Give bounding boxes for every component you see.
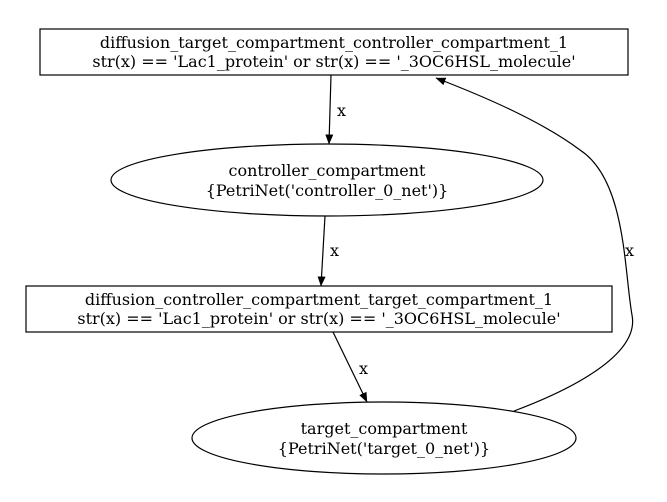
- edge-arrow-mid-to-target: [332, 331, 368, 403]
- transition-node-mid: diffusion_controller_compartment_target_…: [25, 285, 613, 333]
- transition-top-title: diffusion_target_compartment_controller_…: [100, 33, 568, 52]
- edge-top-to-controller: x: [325, 74, 346, 145]
- edge-label-controller-to-mid: x: [330, 241, 339, 260]
- transition-mid-guard: str(x) == 'Lac1_protein' or str(x) == '_…: [77, 309, 560, 328]
- transition-mid-title: diffusion_controller_compartment_target_…: [85, 290, 553, 309]
- controller-title: controller_compartment: [229, 161, 427, 180]
- controller-ellipse: [110, 143, 544, 217]
- place-node-target: target_compartment {PetriNet('target_0_n…: [191, 401, 577, 475]
- target-net: {PetriNet('target_0_net')}: [278, 439, 490, 458]
- edge-mid-to-target: x: [332, 331, 368, 403]
- transition-top-guard: str(x) == 'Lac1_protein' or str(x) == '_…: [92, 52, 575, 71]
- transition-node-top: diffusion_target_compartment_controller_…: [39, 28, 629, 76]
- edge-controller-to-mid: x: [317, 215, 339, 287]
- edge-target-to-top: x: [435, 77, 634, 412]
- target-title: target_compartment: [301, 419, 468, 438]
- controller-net: {PetriNet('controller_0_net')}: [206, 181, 449, 200]
- edge-arrow-controller-to-mid: [317, 215, 326, 287]
- target-ellipse: [191, 401, 577, 475]
- place-node-controller: controller_compartment {PetriNet('contro…: [110, 143, 544, 217]
- edge-label-mid-to-target: x: [359, 359, 368, 378]
- edge-label-top-to-controller: x: [337, 101, 346, 120]
- transition-box-top: [39, 28, 629, 76]
- edge-arrow-top-to-controller: [325, 74, 334, 145]
- edge-arrow-target-to-top: [435, 77, 634, 412]
- edge-label-target-to-top: x: [625, 241, 634, 260]
